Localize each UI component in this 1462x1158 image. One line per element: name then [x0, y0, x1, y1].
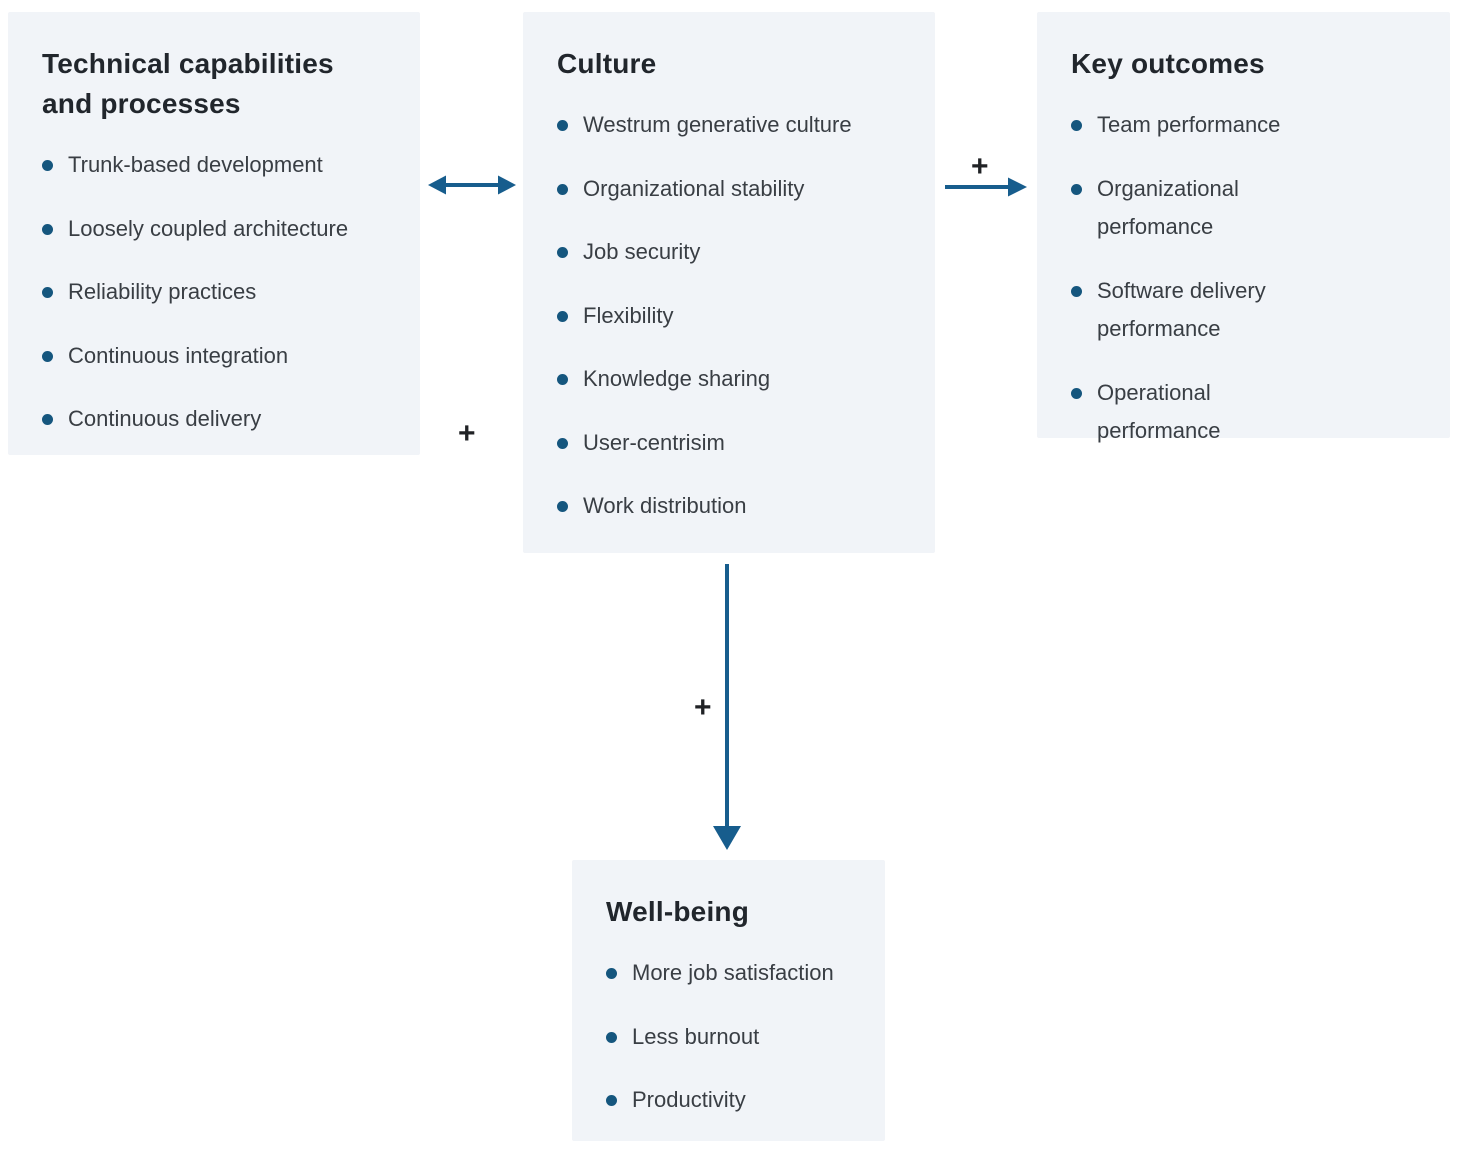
- box-title: Key outcomes: [1071, 48, 1265, 79]
- box-title: Technical capabilities and processes: [42, 48, 334, 120]
- list-item: Trunk-based development: [42, 146, 386, 185]
- list-item: Organizational perfomance: [1071, 170, 1316, 247]
- list-item: Less burnout: [606, 1018, 851, 1057]
- bullet-list: Team performance Organizational perfoman…: [1071, 106, 1316, 451]
- box-title: Culture: [557, 48, 657, 79]
- box-technical-capabilities: Technical capabilities and processes Tru…: [8, 12, 420, 455]
- list-item: More job satisfaction: [606, 954, 851, 993]
- list-item: Continuous delivery: [42, 400, 386, 439]
- bullet-icon: [42, 223, 53, 235]
- box-culture: Culture Westrum generative culture Organ…: [523, 12, 935, 553]
- bullet-icon: [42, 160, 53, 172]
- list-item: Software delivery performance: [1071, 272, 1316, 349]
- bullet-icon: [42, 414, 53, 426]
- plus-label: +: [458, 417, 476, 450]
- arrow-down-icon: [710, 564, 744, 855]
- list-item: Job security: [557, 233, 901, 272]
- list-item: Operational performance: [1071, 374, 1316, 451]
- bullet-icon: [42, 350, 53, 362]
- bullet-icon: [557, 247, 568, 259]
- list-item: Productivity: [606, 1081, 851, 1120]
- bullet-icon: [557, 310, 568, 322]
- bullet-icon: [1071, 120, 1082, 132]
- list-item: Knowledge sharing: [557, 360, 901, 399]
- list-item: Flexibility: [557, 297, 901, 336]
- box-key-outcomes: Key outcomes Team performance Organizati…: [1037, 12, 1450, 443]
- bullet-list: Westrum generative culture Organizationa…: [557, 106, 901, 526]
- bullet-icon: [557, 374, 568, 386]
- list-item: Westrum generative culture: [557, 106, 901, 145]
- list-item: Organizational stability: [557, 170, 901, 209]
- bullet-icon: [1071, 387, 1082, 399]
- plus-label: +: [971, 150, 989, 183]
- double-arrow-icon: [428, 172, 516, 203]
- bullet-icon: [606, 1031, 617, 1043]
- list-item: User-centrisim: [557, 424, 901, 463]
- list-item: Reliability practices: [42, 273, 386, 312]
- bullet-icon: [557, 501, 568, 513]
- bullet-list: Trunk-based development Loosely coupled …: [42, 146, 386, 439]
- plus-label: +: [694, 691, 712, 724]
- bullet-icon: [606, 968, 617, 980]
- list-item: Work distribution: [557, 487, 901, 526]
- bullet-icon: [557, 183, 568, 195]
- bullet-icon: [557, 120, 568, 132]
- bullet-icon: [606, 1095, 617, 1107]
- list-item: Team performance: [1071, 106, 1316, 145]
- bullet-icon: [42, 287, 53, 299]
- bullet-icon: [557, 437, 568, 449]
- list-item: Loosely coupled architecture: [42, 210, 386, 249]
- bullet-icon: [1071, 285, 1082, 297]
- box-well-being: Well-being More job satisfaction Less bu…: [572, 860, 885, 1141]
- arrow-right-icon: [945, 174, 1027, 205]
- bullet-icon: [1071, 183, 1082, 195]
- bullet-list: More job satisfaction Less burnout Produ…: [606, 954, 851, 1120]
- box-title: Well-being: [606, 896, 750, 927]
- list-item: Continuous integration: [42, 337, 386, 376]
